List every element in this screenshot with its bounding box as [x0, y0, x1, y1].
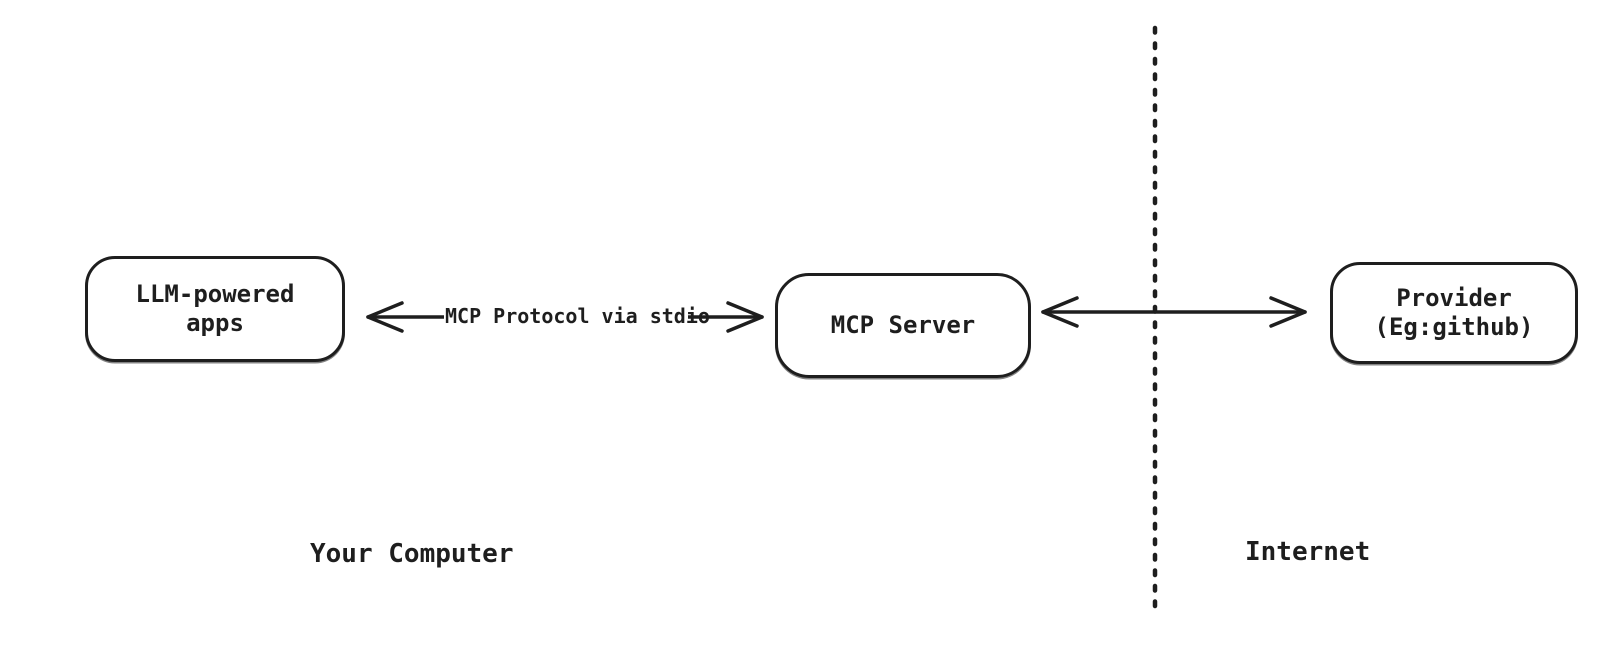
node-llm-apps-label-line2: apps: [186, 309, 244, 337]
zone-label-internet: Internet: [1245, 537, 1371, 567]
node-llm-apps-label-line1: LLM-powered: [135, 280, 295, 308]
node-llm-apps: LLM-powered apps: [85, 256, 345, 362]
internet-arrow: [1041, 296, 1307, 328]
stdio-arrow-label: MCP Protocol via stdio: [444, 303, 710, 329]
node-provider: Provider (Eg:github): [1330, 262, 1578, 364]
node-provider-label-line2: (Eg:github): [1374, 313, 1534, 341]
node-provider-label-line1: Provider: [1396, 284, 1512, 312]
node-mcp-server: MCP Server: [775, 273, 1031, 378]
node-mcp-server-label: MCP Server: [830, 311, 976, 339]
zone-label-your-computer: Your Computer: [310, 539, 514, 569]
